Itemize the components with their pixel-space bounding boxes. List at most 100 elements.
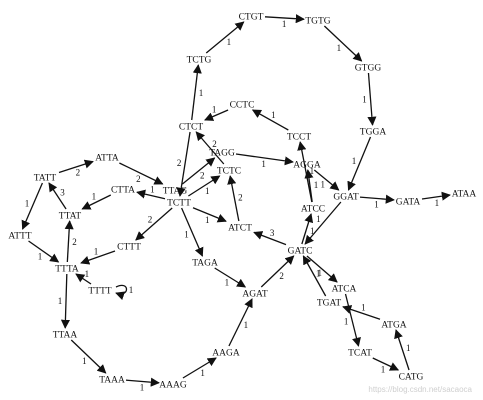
node-gtgg: GTGG	[355, 64, 382, 74]
node-ctta: CTTA	[111, 186, 135, 196]
edge-line	[58, 159, 94, 174]
edge-weight-label: 1	[317, 268, 322, 278]
edge-tatt-attt: 1	[21, 182, 44, 230]
node-ataa: ATAA	[452, 190, 477, 200]
edge-line	[251, 109, 289, 131]
edge-weight-label: 2	[76, 168, 81, 178]
edge-weight-label: 1	[205, 186, 210, 196]
edge-tgga-ggat: 1	[347, 136, 372, 191]
node-atca: ATCA	[332, 285, 357, 295]
edge-weight-label: 1	[362, 94, 367, 104]
edge-tctc-ctct: 2	[195, 131, 225, 165]
node-catg: CATG	[399, 373, 424, 383]
edge-line	[306, 255, 338, 283]
edge-line	[204, 109, 229, 121]
edge-weight-label: 1	[58, 296, 63, 306]
edge-weight-label: 1	[82, 356, 87, 366]
edge-line	[313, 169, 340, 191]
edge-taaa-aaag: 1	[125, 377, 160, 392]
edge-atct-tctc: 2	[227, 175, 243, 222]
edge-aaga-agat: 1	[228, 298, 253, 347]
node-ttta: TTTA	[55, 265, 79, 275]
node-tctg: TCTG	[187, 56, 212, 66]
edge-weight-label: 2	[136, 174, 141, 184]
edge-tctt-cttt: 2	[135, 207, 173, 241]
edge-ggat-gatc: 1	[304, 201, 342, 245]
edge-line	[302, 255, 327, 297]
edge-weight-label: 1	[94, 246, 99, 256]
edge-line	[48, 182, 67, 210]
edge-line	[135, 207, 173, 241]
edge-line	[21, 182, 44, 230]
edge-ttat-tatt: 3	[48, 182, 67, 210]
node-aaag: AAAG	[159, 381, 187, 391]
edge-weight-label: 1	[92, 192, 97, 202]
edge-line	[227, 175, 240, 222]
edge-ggat-gata: 1	[359, 194, 395, 209]
edge-ctct-tctg: 1	[191, 64, 204, 121]
node-ctct: CTCT	[179, 123, 203, 133]
edge-line	[214, 267, 247, 288]
node-tgat: TGAT	[317, 299, 341, 309]
edge-weight-label: 1	[374, 199, 379, 209]
node-gatc: GATC	[288, 247, 313, 257]
edge-weight-label: 1	[261, 159, 266, 169]
edge-weight-label: 1	[244, 320, 249, 330]
edge-cttt-ttta: 1	[80, 246, 116, 265]
edge-line	[28, 240, 60, 263]
node-tgga: TGGA	[360, 128, 387, 138]
edge-weight-label: 1	[435, 198, 440, 208]
edge-line	[195, 131, 225, 165]
edge-line	[192, 207, 227, 223]
edge-ctta-ttat: 1	[81, 192, 112, 210]
node-tagg: TAGG	[209, 149, 235, 159]
edge-tcat-catg: 1	[372, 357, 400, 374]
edge-atta-ttag: 2	[119, 162, 164, 185]
edge-weight-label: 1	[212, 104, 217, 114]
edge-tttt-ttta: 1	[75, 269, 92, 285]
edge-weight-label: 1	[320, 180, 325, 190]
edge-tctt-ctta: 1	[136, 185, 166, 200]
node-ttag: TTAG	[163, 187, 188, 197]
node-atct: ATCT	[228, 224, 252, 234]
node-agga: AGGA	[293, 161, 321, 171]
edge-line	[359, 194, 395, 204]
node-gata: GATA	[396, 198, 421, 208]
edge-weight-label: 1	[406, 343, 411, 353]
node-tatt: TATT	[34, 174, 57, 184]
edge-tgtg-gtgg: 1	[323, 25, 363, 62]
edge-weight-label: 1	[184, 229, 189, 239]
node-taga: TAGA	[192, 259, 218, 269]
edge-ttta-ttat: 2	[64, 220, 77, 263]
edge-tatt-atta: 2	[58, 159, 94, 178]
edge-weight-label: 1	[344, 316, 349, 326]
node-tctt: TCTT	[167, 199, 191, 209]
edge-atca-tcat: 1	[344, 293, 361, 347]
edge-attt-ttta: 1	[28, 240, 60, 263]
edge-tcct-cctc: 1	[251, 109, 289, 131]
edge-weight-label: 1	[38, 251, 43, 261]
node-ttat: TTAT	[59, 212, 82, 222]
edge-gatc-atct: 3	[253, 228, 287, 246]
edge-line	[260, 255, 295, 288]
node-tttt: TTTT	[88, 287, 111, 297]
edge-weight-label: 1	[199, 88, 204, 98]
node-cctc: CCTC	[230, 101, 255, 111]
edge-line	[64, 220, 74, 263]
edge-line	[394, 329, 410, 371]
edge-atga-tgat: 1	[342, 302, 381, 320]
edge-weight-label: 1	[310, 226, 315, 236]
edge-line	[301, 213, 314, 245]
edge-line	[264, 14, 305, 24]
edge-line	[182, 157, 216, 185]
edge-tctt-atct: 1	[192, 207, 227, 225]
edge-tctg-ctgt: 1	[205, 21, 245, 54]
edge-weight-label: 3	[60, 188, 65, 198]
edge-weight-label: 1	[129, 285, 134, 295]
edge-ctgt-tgtg: 1	[264, 14, 305, 29]
edge-weight-label: 1	[85, 269, 90, 279]
edge-line	[253, 231, 287, 246]
edge-tctt-taga: 1	[181, 207, 204, 257]
edge-line	[235, 153, 294, 166]
